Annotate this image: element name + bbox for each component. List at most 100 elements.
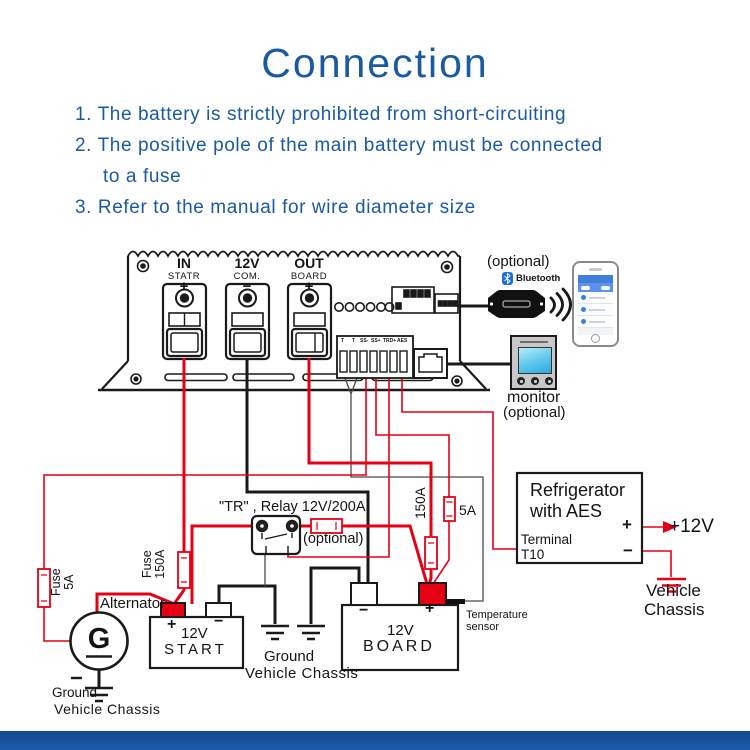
bt-port-module bbox=[434, 293, 459, 314]
wires-black-thick bbox=[97, 304, 511, 687]
sig-label-ssp: SS+ bbox=[371, 338, 381, 344]
note-1: 1. The battery is strictly prohibited fr… bbox=[75, 104, 567, 125]
chassis-ground-icon-red bbox=[657, 577, 686, 593]
supply-12v-label: +12V bbox=[669, 516, 714, 537]
start-plus-sign: + bbox=[167, 616, 177, 633]
charger-wavy-top bbox=[127, 250, 460, 258]
smartphone bbox=[572, 261, 619, 347]
center-chassis-label: Vehicle Chassis bbox=[245, 665, 359, 682]
charger-device bbox=[98, 250, 490, 392]
wire-ss-5a-sense bbox=[375, 378, 450, 585]
sig-label-aes: AES bbox=[397, 338, 408, 344]
wireless-waves-icon bbox=[549, 287, 572, 322]
fridge-plus-sign: + bbox=[622, 515, 632, 534]
board-voltage: 12V bbox=[387, 622, 414, 639]
wire-fridge-minus bbox=[642, 550, 672, 577]
board-minus-terminal bbox=[350, 582, 378, 606]
terminal-com-label: 12V COM. − bbox=[233, 255, 261, 295]
monitor-label: monitor bbox=[507, 389, 561, 406]
fridge-terminal-label: Terminal bbox=[521, 532, 573, 547]
start-voltage: 12V bbox=[181, 625, 208, 642]
start-minus-terminal bbox=[205, 602, 232, 618]
alternator-symbol bbox=[69, 611, 129, 680]
start-name: START bbox=[164, 641, 227, 658]
board-plus-sign: + bbox=[425, 600, 435, 617]
signal-terminal-block bbox=[336, 335, 414, 379]
fridge-name-1: Refrigerator bbox=[530, 480, 626, 500]
board-plus-terminal bbox=[418, 582, 447, 606]
sig-label-ssm: SS- bbox=[360, 338, 369, 344]
screw-icon bbox=[130, 259, 463, 387]
vent-holes bbox=[333, 301, 395, 312]
wire-in-to-start-plus bbox=[172, 358, 186, 605]
sig-label-t2: T bbox=[352, 338, 356, 344]
bluetooth-dongle bbox=[488, 290, 545, 318]
monitor-knob bbox=[517, 377, 525, 385]
fridge-chassis-label-2: Chassis bbox=[644, 600, 705, 619]
center-ground-label: Ground bbox=[264, 648, 315, 665]
start-minus-sign: − bbox=[214, 613, 224, 630]
page-title: Connection bbox=[261, 40, 489, 86]
relay bbox=[250, 514, 302, 556]
dip-switch-module bbox=[391, 286, 435, 314]
phone-screen bbox=[578, 275, 613, 335]
note-2: 2. The positive pole of the main battery… bbox=[75, 135, 603, 156]
sig-label-trd: TRD+ bbox=[383, 338, 397, 344]
footer-bar bbox=[0, 731, 750, 750]
wire-com-to-board-minus bbox=[245, 358, 370, 584]
monitor-knob bbox=[531, 377, 539, 385]
wire-temp-sensor bbox=[344, 377, 484, 602]
note-2-cont: to a fuse bbox=[103, 166, 182, 187]
wire-start-minus-to-ground bbox=[217, 584, 277, 624]
board-name: BOARD bbox=[363, 638, 435, 655]
board-minus-sign: − bbox=[359, 602, 369, 619]
ground-icon-alternator bbox=[85, 686, 113, 703]
start-plus-terminal bbox=[160, 602, 186, 618]
power-terminal-com bbox=[224, 282, 271, 361]
arrow-head-12v bbox=[663, 521, 677, 533]
wire-alternator-sense bbox=[43, 378, 367, 642]
wire-out-to-board-plus bbox=[307, 358, 433, 586]
wire-aes-to-t10 bbox=[401, 378, 516, 550]
fuse-150a-board bbox=[424, 536, 438, 570]
fridge-minus-sign: − bbox=[623, 541, 633, 560]
inline-5a-label: 5A bbox=[459, 502, 477, 518]
temp-sensor-label-1: Temperature bbox=[466, 609, 528, 621]
monitor-knob bbox=[545, 377, 553, 385]
fridge-name-2: with AES bbox=[530, 501, 603, 521]
start-battery bbox=[148, 602, 245, 670]
fridge-t10-label: T10 bbox=[521, 547, 545, 562]
terminal-out-label: OUT BOARD + bbox=[290, 255, 328, 295]
temp-sensor-probe bbox=[446, 599, 465, 604]
fuse-5a-left bbox=[37, 568, 51, 608]
power-terminal-in bbox=[161, 282, 208, 361]
monitor-optional-label: (optional) bbox=[503, 404, 566, 421]
wires-gray-thin bbox=[264, 377, 484, 602]
sig-label-t1: T bbox=[341, 338, 345, 344]
wire-alternator-to-start-plus bbox=[95, 592, 173, 614]
fuse-symbols bbox=[37, 496, 456, 608]
ground-icon-board bbox=[297, 624, 325, 641]
alternator-label: Alternator bbox=[100, 595, 166, 612]
monitor-screen bbox=[518, 347, 552, 374]
alternator-chassis-label: Vehicle Chassis bbox=[54, 701, 161, 717]
phone-speaker bbox=[589, 268, 602, 271]
bluetooth-word: Bluetooth bbox=[516, 273, 561, 284]
bluetooth-icon bbox=[502, 272, 513, 285]
inline-150a-label: 150A bbox=[412, 487, 428, 519]
board-battery bbox=[340, 582, 460, 672]
terminal-in-label: IN STATR + bbox=[167, 255, 201, 295]
bluetooth-optional-label: (optional) bbox=[487, 253, 550, 270]
phone-home-button bbox=[591, 334, 600, 343]
relay-optional-label: (optional) bbox=[303, 531, 364, 547]
monitor-device bbox=[510, 335, 557, 390]
power-terminal-out bbox=[286, 282, 333, 361]
fuse-5a-sense bbox=[443, 496, 456, 522]
refrigerator-box bbox=[515, 471, 644, 565]
relay-label: "TR" , Relay 12V/200A bbox=[219, 499, 366, 515]
fuse-150a-in bbox=[177, 551, 191, 589]
rj-socket bbox=[413, 348, 448, 379]
